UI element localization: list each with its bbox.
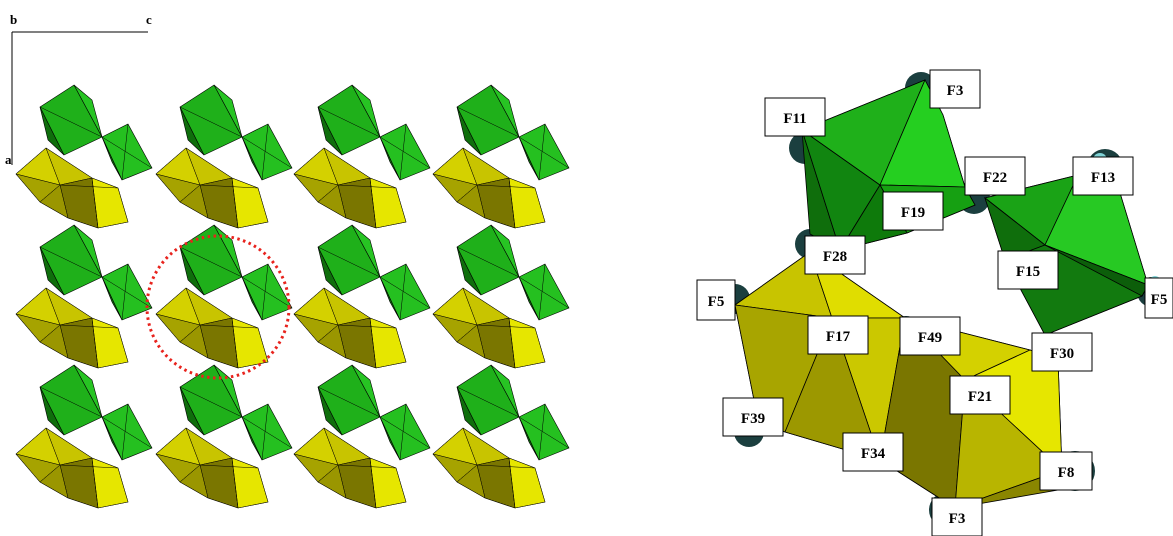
svg-text:F34: F34 <box>861 446 886 462</box>
svg-text:F22: F22 <box>983 170 1007 186</box>
polyhedra-row-3 <box>15 364 570 509</box>
packing-view: b c a <box>5 12 570 509</box>
label-f19: F19 <box>882 191 944 231</box>
svg-text:F30: F30 <box>1050 346 1074 362</box>
label-f5-right: F5 <box>1144 277 1173 319</box>
svg-text:F15: F15 <box>1016 264 1040 280</box>
atom-labels: F3 F11 F22 F13 F19 F28 <box>696 69 1173 536</box>
polyhedra-row-2 <box>15 224 570 369</box>
svg-text:F39: F39 <box>741 411 765 427</box>
axis-a-label: a <box>5 152 12 167</box>
unit-cell-axes: b c a <box>5 12 152 167</box>
label-f34: F34 <box>842 432 904 472</box>
label-f22: F22 <box>964 156 1026 196</box>
label-f17: F17 <box>807 315 869 355</box>
label-f8: F8 <box>1039 451 1093 491</box>
axis-c-label: c <box>146 12 152 27</box>
highlight-circle <box>145 234 291 380</box>
svg-text:F13: F13 <box>1091 170 1115 186</box>
svg-text:F8: F8 <box>1058 465 1075 481</box>
label-f28: F28 <box>804 235 866 275</box>
svg-text:F28: F28 <box>823 249 847 265</box>
label-f49: F49 <box>899 316 961 356</box>
axis-b-label: b <box>10 12 17 27</box>
label-f39: F39 <box>722 397 784 437</box>
label-f30: F30 <box>1031 332 1093 372</box>
svg-text:F5: F5 <box>708 294 725 310</box>
svg-text:F5: F5 <box>1151 292 1168 308</box>
label-f5-left: F5 <box>696 279 736 321</box>
label-f3-bottom: F3 <box>931 497 983 536</box>
label-f11: F11 <box>764 97 826 137</box>
svg-text:F3: F3 <box>947 83 964 99</box>
svg-text:F49: F49 <box>918 330 942 346</box>
label-f3-top: F3 <box>929 69 981 109</box>
label-f15: F15 <box>997 250 1059 290</box>
svg-text:F19: F19 <box>901 205 925 221</box>
label-f21: F21 <box>949 375 1011 415</box>
svg-text:F11: F11 <box>783 111 806 127</box>
svg-text:F21: F21 <box>968 389 992 405</box>
label-f13: F13 <box>1072 156 1134 196</box>
polyhedra-row-1 <box>15 84 570 229</box>
svg-text:F17: F17 <box>826 329 851 345</box>
svg-text:F3: F3 <box>949 511 966 527</box>
cluster-detail-view: F3 F11 F22 F13 F19 F28 <box>696 69 1173 536</box>
